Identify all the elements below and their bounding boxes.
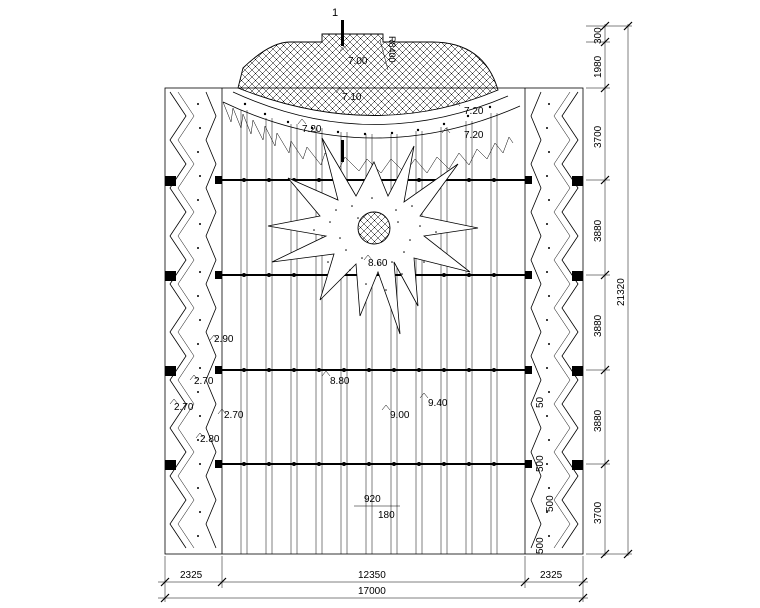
elev-left-4: 2.70: [224, 410, 244, 421]
elev-left-3: 2.70: [174, 402, 194, 413]
arc-band-outer: [222, 101, 521, 139]
right-small-2: 500: [535, 455, 546, 472]
section-cut-marker-icon: 1: [332, 7, 344, 162]
right-small-3: 500: [545, 495, 556, 512]
right-dimension-lines: 300 1980 3700 3880 3880 3880 3700 21320: [586, 21, 633, 559]
arc-band-inner: [232, 91, 509, 125]
elev-mid: 8.80: [330, 376, 350, 387]
star-feature: [267, 137, 479, 335]
elev-arc-3: 7.20: [302, 124, 322, 135]
dim-right-4: 3880: [593, 219, 604, 242]
right-zigzag-outer: [561, 91, 579, 549]
dim-bottom-right: 2325: [540, 570, 563, 581]
bottom-dimension-lines: 2325 12350 2325 17000: [158, 556, 588, 603]
elev-star: 8.60: [368, 258, 388, 269]
radius-leader: [379, 39, 389, 71]
hatched-crescent: [237, 33, 499, 116]
paving-dimensions: 920 180 50 500 500 500: [354, 396, 556, 554]
section-marker-label: 1: [332, 7, 338, 19]
arc-band-dots: [243, 102, 492, 136]
left-zigzag-middle: [177, 91, 195, 549]
arc-sawtooth-fringe: [222, 101, 514, 174]
left-strip-dots: [197, 103, 201, 537]
dim-right-total: 21320: [616, 278, 627, 306]
elev-left-5: 2.80: [200, 434, 220, 445]
top-arc-plaza: R8400: [222, 33, 521, 174]
main-courtyard: [164, 87, 584, 555]
elev-arc-4: 7.20: [464, 130, 484, 141]
dim-right-3: 3700: [593, 125, 604, 148]
courtyard-outline: [164, 87, 584, 555]
elev-center: 9.00: [390, 410, 410, 421]
elevation-triangle-icon: [169, 45, 461, 439]
elevation-marks: 7.00 7.10 7.20 7.20 7.20 8.60 8.80 9.00 …: [169, 45, 484, 445]
left-planting-strip: [169, 91, 217, 549]
dim-bottom-center: 12350: [358, 570, 386, 581]
paving-width: 920: [364, 494, 381, 505]
left-zigzag-inner: [205, 91, 217, 549]
paving-gap: 180: [378, 510, 395, 521]
star-speckle: [313, 197, 437, 291]
dim-right-7: 3700: [593, 501, 604, 524]
elev-arc-1: 7.10: [342, 92, 362, 103]
dim-right-2: 1980: [593, 55, 604, 78]
elev-top: 7.00: [348, 56, 368, 67]
dim-right-6: 3880: [593, 409, 604, 432]
elev-right-center: 9.40: [428, 398, 448, 409]
right-small-1: 50: [535, 396, 546, 408]
dim-bottom-total: 17000: [358, 586, 386, 597]
radius-label: R8400: [387, 36, 397, 63]
dim-right-5: 3880: [593, 314, 604, 337]
right-zigzag-middle: [553, 91, 571, 549]
right-strip-dots: [546, 103, 550, 537]
elev-left-2: 2.70: [194, 376, 214, 387]
elev-arc-2: 7.20: [464, 106, 484, 117]
right-zigzag-inner: [530, 91, 542, 549]
star-center-hatched: [357, 211, 391, 245]
dim-bottom-left: 2325: [180, 570, 203, 581]
elev-left-1: 2.90: [214, 334, 234, 345]
left-zigzag-outer: [169, 91, 187, 549]
right-planting-strip: [530, 91, 579, 549]
pier-blocks: [165, 176, 583, 470]
right-small-4: 500: [535, 537, 546, 554]
dim-right-1: 300: [593, 27, 604, 44]
